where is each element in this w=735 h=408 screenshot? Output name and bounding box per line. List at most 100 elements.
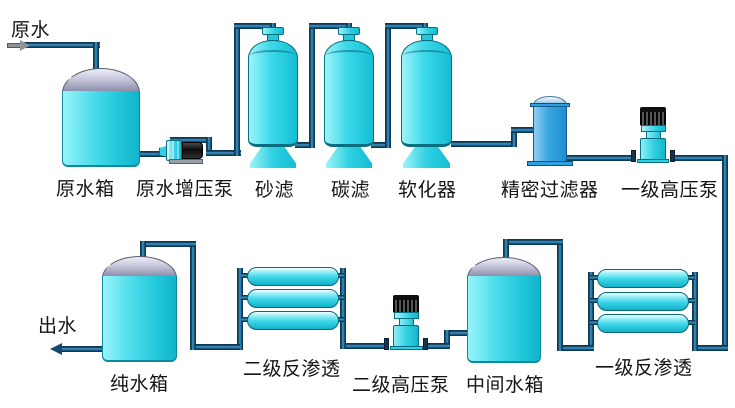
stage2-pump-motor (393, 295, 419, 313)
raw-water-tank (62, 91, 140, 167)
precision-filter-flange (527, 161, 573, 166)
stage2-ro-membrane-tube (247, 311, 339, 330)
pipe-ro2-left-manifold (237, 268, 243, 350)
pipe-ro2-stub-r1 (336, 273, 344, 278)
stage1-pump-label: 一级高压泵 (621, 180, 719, 201)
pipe-top-softener (385, 23, 425, 29)
stage2-ro-membrane-tube (247, 289, 339, 308)
stage1-high-pressure-pump (640, 138, 666, 161)
pure-water-tank (102, 276, 177, 362)
stage2-pump-flange-right (423, 338, 428, 350)
raw-water-label: 原水 (11, 20, 51, 41)
pipe-ro2-stub-r2 (336, 295, 344, 300)
pipe-booster-outlet (170, 137, 212, 143)
pipe-raw-inlet (24, 42, 100, 48)
stage1-ro-membrane-tube (597, 292, 689, 311)
pipe-riser3 (385, 23, 391, 148)
pipe-precision-outlet (564, 155, 634, 161)
sand-filter-label: 砂滤 (255, 180, 295, 201)
pipe-step-up (511, 127, 517, 147)
pipe-ro2-right-manifold (340, 268, 346, 349)
pipe-pump1-outlet (672, 155, 728, 161)
pipe-ro1-stub-l1 (590, 275, 599, 280)
pipe-ro2-stub-r3 (336, 317, 344, 322)
pipe-riser1 (234, 23, 240, 156)
pipe-pure-top (140, 241, 196, 247)
intermediate-tank (467, 276, 541, 363)
pipe-ro1-feed (694, 345, 728, 351)
pipe-ro1-stub-r1 (686, 275, 695, 280)
pipe-to-riser1 (206, 150, 241, 156)
stage1-pump-base (637, 159, 669, 163)
stage2-ro-membrane-tube (247, 267, 339, 286)
stage1-ro-label: 一级反渗透 (595, 358, 693, 379)
precision-filter-label: 精密过滤器 (501, 180, 599, 201)
softener (401, 40, 452, 147)
pipe-outlet-water (60, 346, 104, 352)
booster-pump-motor (182, 142, 203, 159)
pipe-ro2-outlet (194, 344, 240, 350)
pipe-ro1-left-manifold (588, 272, 594, 351)
pipe-softener-outlet (451, 141, 517, 147)
pipe-intermediate-outlet (444, 330, 470, 336)
precision-filter (533, 106, 567, 162)
pipe-carbon-outlet (371, 142, 391, 148)
pipe-raw-inlet-drop (93, 42, 99, 72)
intermediate-tank-label: 中间水箱 (466, 375, 545, 396)
raw-water-tank-label: 原水箱 (56, 179, 115, 200)
stage2-pump-label: 二级高压泵 (352, 375, 450, 396)
pipe-ro2-stub-l2 (241, 295, 249, 300)
pipe-precision-inlet (511, 127, 537, 133)
stage2-pump-flange-left (384, 338, 389, 350)
stage1-ro-membrane-tube (597, 314, 689, 333)
pipe-pure-riser (190, 241, 196, 350)
booster-pump-head (166, 140, 182, 161)
raw-water-tank-dome (62, 68, 140, 93)
stage1-ro-membrane-tube (597, 269, 689, 288)
pipe-ro1-outlet (560, 345, 594, 351)
carbon-filter (324, 40, 374, 147)
pipe-ro2-stub-l3 (241, 317, 249, 322)
pipe-ro1-stub-r2 (686, 298, 695, 303)
pipe-into-intermediate-tank (503, 239, 509, 264)
sand-filter (248, 40, 298, 147)
stage1-pump-flange-right (670, 150, 675, 162)
stage1-pump-motor (640, 107, 666, 126)
pipe-ro1-stub-l3 (590, 320, 599, 325)
pipe-to-pump2 (426, 343, 450, 349)
stage2-pump-base (390, 346, 423, 350)
pipe-top-carbon-filter (309, 23, 349, 29)
pure-water-tank-label: 纯水箱 (110, 374, 169, 395)
booster-pump-label: 原水增压泵 (136, 179, 234, 200)
pipe-riser2 (309, 23, 315, 148)
pipe-mid-riser (557, 239, 563, 351)
stage2-ro-label: 二级反渗透 (243, 359, 341, 380)
pipe-pump2-outlet (344, 343, 386, 349)
pipe-tank1-outlet (139, 151, 167, 157)
outlet-water-arrow-icon (50, 343, 62, 355)
intermediate-tank-dome (467, 257, 541, 278)
pipe-ro1-right-manifold (692, 272, 698, 351)
softener-skirt (403, 147, 450, 168)
pipe-mid-top (503, 239, 563, 245)
outlet-water-label: 出水 (38, 316, 78, 337)
carbon-filter-skirt (326, 147, 372, 168)
pipe-into-pure-tank (140, 241, 146, 263)
stage1-pump-flange-left (631, 150, 636, 162)
pipe-ro2-stub-l1 (241, 273, 249, 278)
pipe-right-downcomer (722, 155, 728, 351)
pure-water-tank-dome (102, 256, 177, 278)
raw-water-arrow-icon (20, 40, 30, 51)
pipe-ro1-stub-r3 (686, 320, 695, 325)
stage2-high-pressure-pump (393, 325, 419, 347)
raw-water-arrow-tail (7, 43, 22, 48)
pipe-ro1-stub-l2 (590, 298, 599, 303)
pipe-intermediate-step (444, 330, 450, 349)
pipe-booster-step (206, 137, 212, 156)
pipe-sand-outlet (295, 142, 315, 148)
booster-pump-base (169, 159, 203, 164)
softener-label: 软化器 (398, 180, 457, 201)
sand-filter-skirt (250, 147, 296, 168)
carbon-filter-label: 碳滤 (331, 180, 371, 201)
